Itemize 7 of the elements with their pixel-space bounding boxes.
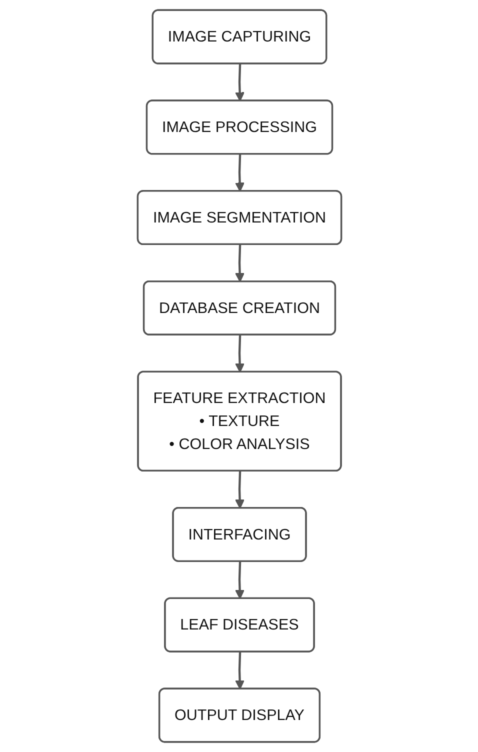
arrow: [234, 562, 244, 600]
arrow: [234, 652, 244, 690]
arrow: [234, 244, 244, 282]
arrow: [234, 154, 244, 192]
arrow: [234, 64, 244, 102]
arrow: [234, 335, 244, 373]
arrow: [234, 471, 244, 509]
